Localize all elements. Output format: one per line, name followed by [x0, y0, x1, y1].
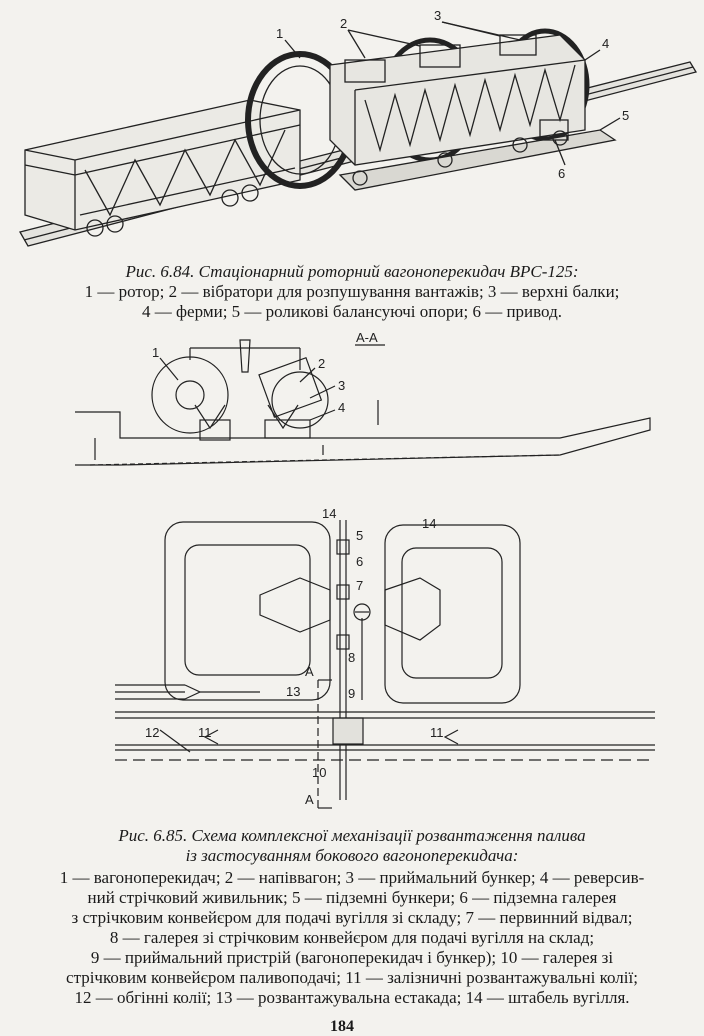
figure-684-legend-line: 4 — ферми; 5 — роликові балансуючі опори…	[142, 302, 562, 321]
fig684-label-2: 2	[340, 16, 347, 31]
side-label-3: 3	[338, 378, 345, 393]
figure-685-legend-line: 9 — приймальний пристрій (вагоноперекида…	[90, 948, 614, 967]
plan-label-6: 6	[356, 554, 363, 569]
figure-685-title-line: із застосуванням бокового вагоноперекида…	[185, 846, 519, 865]
plan-label-11-left: 11	[198, 725, 212, 740]
figure-685-legend-line: з стрічковим конвейєром для подачі вугіл…	[71, 908, 633, 927]
cut-label-top: А	[305, 664, 314, 679]
figure-684-legend-line: 1 — ротор; 2 — вібратори для розпушуванн…	[84, 282, 620, 301]
fig684-label-3: 3	[434, 8, 441, 23]
figure-685-legend-line: 12 — обгінні колії; 13 — розвантажувальн…	[74, 988, 630, 1007]
figure-684-drawing: 1 2 3 4 5 6	[19, 8, 698, 247]
figure-685-legend-line: 1 — вагоноперекидач; 2 — напіввагон; 3 —…	[59, 868, 645, 887]
plan-label-14-left: 14	[322, 506, 336, 521]
plan-label-14-right: 14	[422, 516, 436, 531]
fig684-label-6: 6	[558, 166, 565, 181]
side-label-1: 1	[152, 345, 159, 360]
figure-685-legend: 1 — вагоноперекидач; 2 — напіввагон; 3 —…	[0, 868, 704, 1008]
figure-684-title: Рис. 6.84. Стаціонарний роторний вагоноп…	[125, 262, 579, 281]
page-number: 184	[330, 1018, 354, 1035]
figure-685-legend-line: ний стрічковий живильник; 5 — підземні б…	[87, 888, 617, 907]
plan-label-5: 5	[356, 528, 363, 543]
fig684-label-1: 1	[276, 26, 283, 41]
section-label: А-А	[356, 330, 378, 345]
plan-label-7: 7	[356, 578, 363, 593]
plan-label-13: 13	[286, 684, 300, 699]
plan-label-9: 9	[348, 686, 355, 701]
figure-685-legend-line: 8 — галерея зі стрічковим конвейєром для…	[109, 928, 595, 947]
plan-label-10: 10	[312, 765, 326, 780]
fig684-label-4: 4	[602, 36, 609, 51]
side-label-2: 2	[318, 356, 325, 371]
plan-label-8: 8	[348, 650, 355, 665]
figure-685-caption: Рис. 6.85. Схема комплексної механізації…	[0, 826, 704, 866]
plan-label-12: 12	[145, 725, 159, 740]
fig684-label-5: 5	[622, 108, 629, 123]
side-label-4: 4	[338, 400, 345, 415]
plan-label-11-right: 11	[430, 725, 444, 740]
figure-685-title-line: Рис. 6.85. Схема комплексної механізації…	[118, 826, 586, 845]
figure-684-caption: Рис. 6.84. Стаціонарний роторний вагоноп…	[0, 262, 704, 322]
cut-label-bottom: А	[305, 792, 314, 807]
figure-685-legend-line: стрічковим конвейєром паливоподачі; 11 —…	[66, 968, 638, 987]
